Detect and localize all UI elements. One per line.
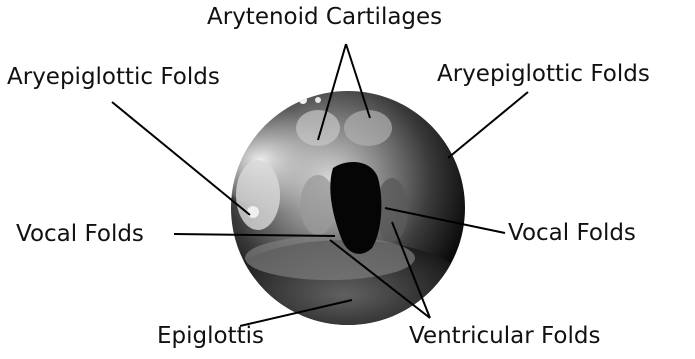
leader-aryepiglottic-right	[448, 92, 528, 158]
label-vocal-folds-left: Vocal Folds	[16, 223, 144, 246]
label-aryepiglottic-folds-right: Aryepiglottic Folds	[437, 63, 650, 86]
leader-aryepiglottic-left	[112, 102, 250, 215]
label-epiglottis: Epiglottis	[157, 325, 264, 348]
label-vocal-folds-right: Vocal Folds	[508, 222, 636, 245]
larynx-endoscope-image	[215, 91, 475, 350]
label-arytenoid-cartilages: Arytenoid Cartilages	[207, 6, 442, 29]
label-ventricular-folds: Ventricular Folds	[409, 325, 600, 348]
label-aryepiglottic-folds-left: Aryepiglottic Folds	[7, 66, 220, 89]
